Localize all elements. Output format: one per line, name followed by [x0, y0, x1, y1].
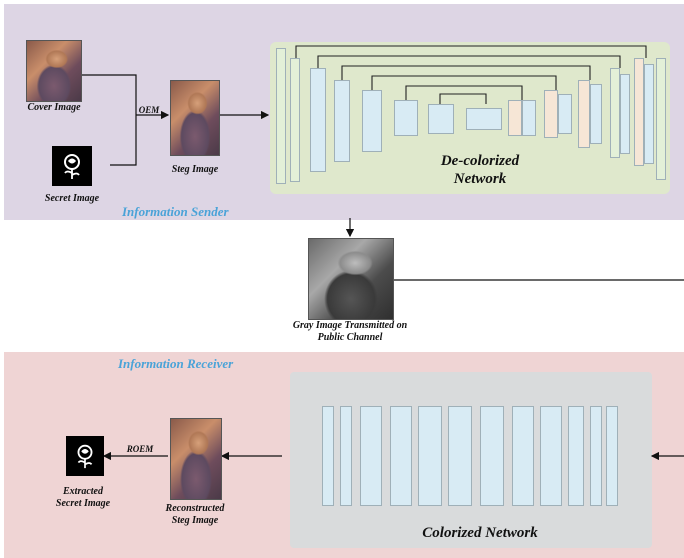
- caption-line: Gray Image Transmitted on: [292, 320, 408, 331]
- unet-layer: [290, 58, 300, 182]
- unet-layer: [644, 64, 654, 164]
- unet-layer: [508, 100, 522, 136]
- secret-image-caption: Secret Image: [44, 193, 100, 204]
- colorized-layer: [322, 406, 334, 506]
- caption-line: Extracted: [63, 486, 103, 497]
- unet-layer: [466, 108, 502, 130]
- unet-layer: [620, 74, 630, 154]
- caption-line: Reconstructed: [165, 503, 225, 514]
- reconstructed-steg-image: [170, 418, 222, 500]
- unet-layer: [362, 90, 382, 152]
- cover-image: [26, 40, 82, 102]
- unet-layer: [394, 100, 418, 136]
- unet-layer: [522, 100, 536, 136]
- network-title-line: Network: [453, 171, 507, 187]
- unet-layer: [590, 84, 602, 144]
- unet-layer: [610, 68, 620, 158]
- extracted-secret-caption: Extracted Secret Image: [36, 486, 130, 510]
- extracted-secret-image: [66, 436, 104, 476]
- steg-image-caption: Steg Image: [171, 164, 219, 175]
- rose-icon: [77, 444, 93, 469]
- network-title-line: De-colorized: [440, 153, 520, 169]
- colorized-layer: [360, 406, 382, 506]
- steg-image: [170, 80, 220, 156]
- colorized-layer: [540, 406, 562, 506]
- de-colorized-network-title: De-colorized Network: [400, 152, 560, 188]
- colorized-layer: [418, 406, 442, 506]
- colorized-layer: [590, 406, 602, 506]
- unet-layer: [544, 90, 558, 138]
- caption-line: Steg Image: [171, 515, 219, 526]
- caption-line: Public Channel: [317, 332, 383, 343]
- colorized-layer: [480, 406, 504, 506]
- rose-icon: [64, 154, 80, 179]
- oem-label: OEM: [138, 105, 160, 115]
- unet-layer: [656, 58, 666, 180]
- cover-image-caption: Cover Image: [27, 102, 81, 113]
- colorized-layer: [606, 406, 618, 506]
- information-sender-label: Information Sender: [122, 204, 229, 219]
- colorized-layer: [512, 406, 534, 506]
- reconstructed-steg-caption: Reconstructed Steg Image: [148, 503, 242, 527]
- unet-layer: [334, 80, 350, 162]
- colorized-layer: [390, 406, 412, 506]
- colorized-network-title: Colorized Network: [422, 525, 538, 541]
- colorized-layer: [568, 406, 584, 506]
- roem-label: ROEM: [126, 444, 154, 454]
- colorized-layer: [448, 406, 472, 506]
- unet-layer: [578, 80, 590, 148]
- secret-image: [52, 146, 92, 186]
- colorized-layer: [340, 406, 352, 506]
- unet-layer: [310, 68, 326, 172]
- unet-layer: [634, 58, 644, 166]
- unet-layer: [558, 94, 572, 134]
- unet-layer: [276, 48, 286, 184]
- gray-image-caption: Gray Image Transmitted on Public Channel: [250, 320, 450, 344]
- information-receiver-label: Information Receiver: [118, 356, 234, 371]
- unet-layer: [428, 104, 454, 134]
- caption-line: Secret Image: [55, 498, 111, 509]
- gray-image: [308, 238, 394, 320]
